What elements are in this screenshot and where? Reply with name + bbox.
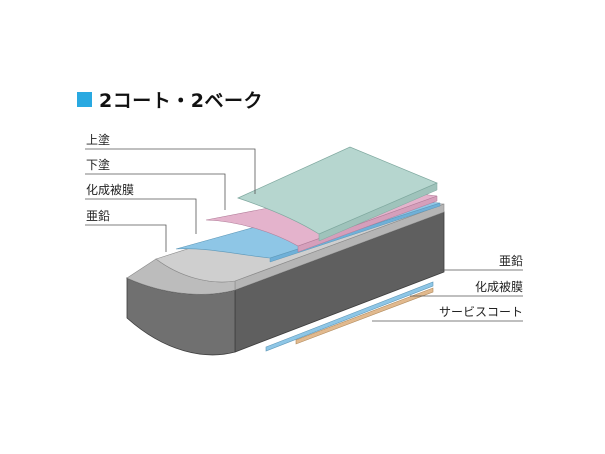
bottom-service-coat [295,287,434,345]
title-text: 2コート・2ベーク [99,89,263,112]
right-leader-lines [372,269,523,322]
label-right-chemical-film: 化成被膜 [474,280,523,294]
label-right-zinc: 亜鉛 [498,254,523,268]
leader-line-top-coat [85,148,256,194]
bottom-chemical-film [265,281,434,352]
leader-line-chemical-film [85,198,197,234]
label-primer: 下塗 [86,158,111,172]
label-right-service-coat: サービスコート [438,305,523,319]
diagram-title: 2コート・2ベーク [77,86,263,112]
label-top-coat: 上塗 [86,133,111,147]
leader-line-zinc [85,224,167,252]
title-square-icon [77,91,92,107]
left-leader-lines [85,148,256,252]
label-zinc: 亜鉛 [86,209,111,223]
label-chemical-film: 化成被膜 [86,183,135,197]
leader-line-primer [85,173,226,210]
top-coat-layer [237,146,438,242]
